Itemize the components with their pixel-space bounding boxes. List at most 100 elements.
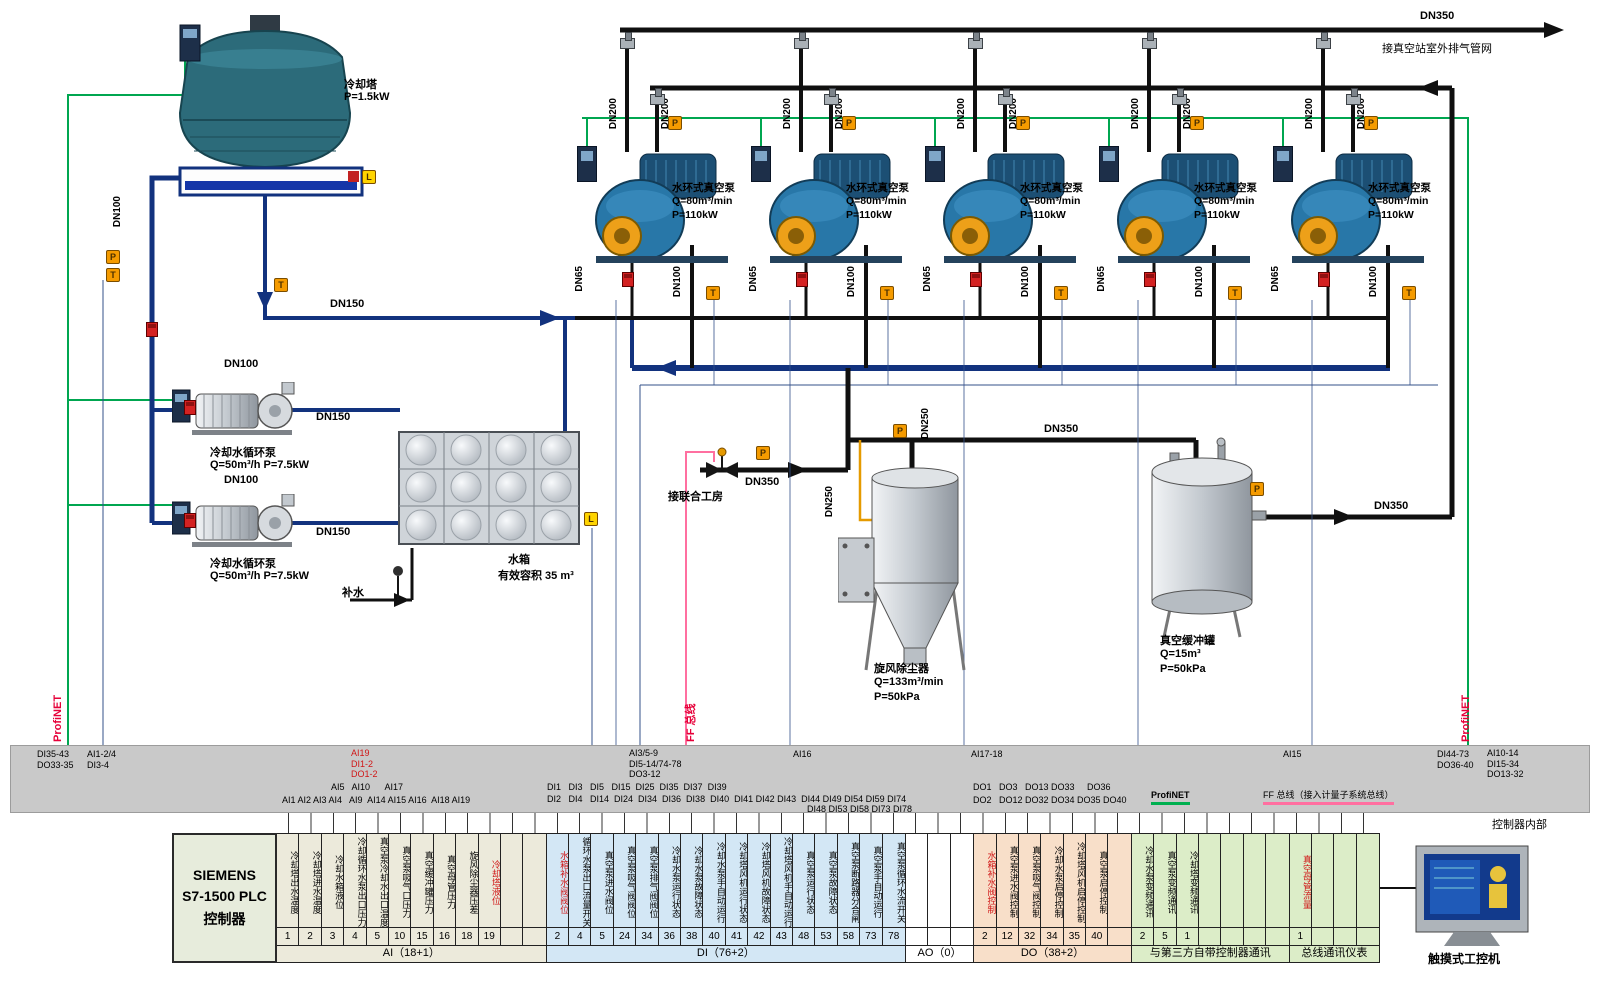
vacuum-pump-p: P=110kW (1020, 209, 1066, 221)
buffer-tank-p: P=50kPa (1160, 663, 1206, 675)
io-column-label: 真空泵变频通讯 (1166, 850, 1176, 914)
plc-block-line: 控制器 (203, 911, 246, 927)
io-column-label (1221, 834, 1242, 927)
io-column-channel: 42 (748, 927, 770, 945)
io-column-channel: 34 (636, 927, 658, 945)
io-column-channel: 2 (974, 927, 996, 945)
io-column (1334, 834, 1357, 945)
cooling-tower-power: P=1.5kW (344, 91, 390, 103)
controller-internal-label: 控制器内部 (1492, 819, 1547, 831)
temperature-sensor-icon: T (1402, 286, 1416, 300)
io-bus-bar: DI35-43 DO33-35 AI1-2/4 DI3-4 AI19 DI1-2… (10, 745, 1590, 814)
io-column-label: 水箱补水阀控制 (986, 850, 996, 914)
io-column-channel: 18 (456, 927, 478, 945)
vacuum-pump-p: P=110kW (846, 209, 892, 221)
pipe-label-dn65: DN65 (574, 266, 585, 292)
temperature-sensor-icon: T (274, 278, 288, 292)
io-column-label: 冷却水泵故障状态 (693, 846, 703, 918)
pressure-sensor-icon: P (1016, 116, 1030, 130)
vacuum-pump-p: P=110kW (1194, 209, 1240, 221)
io-column-label: 冷却水泵启停控制 (1053, 846, 1063, 918)
circ-pump-name: 冷却水循环泵 (210, 447, 276, 459)
io-column-label: 真空泵循环水流开关 (895, 841, 905, 923)
io-tag: AI15 (1283, 749, 1302, 759)
pressure-sensor-icon: P (1250, 482, 1264, 496)
io-column (1356, 834, 1380, 945)
cooling-tower-graphic (178, 15, 364, 197)
circ-pump-spec: Q=50m³/h P=7.5kW (210, 459, 310, 471)
io-column-channel (1334, 927, 1356, 945)
makeup-water-label: 补水 (342, 587, 364, 599)
pressure-sensor-icon: P (106, 250, 120, 264)
io-column-channel: 35 (1063, 927, 1086, 945)
io-column-label: 真空泵冷却水出口温度 (378, 837, 388, 927)
profinet-bus-tag: ProfiNET (1151, 790, 1190, 805)
vfd-box (751, 146, 771, 182)
shutoff-valve-icon (706, 447, 738, 478)
vacuum-pump-q: Q=80m³/min (1194, 195, 1255, 207)
io-column-label: 冷却塔变频通讯 (1189, 850, 1199, 914)
buffer-tank (1140, 437, 1270, 642)
io-group-name: AI（18+1） (277, 945, 546, 962)
io-column-channel: 73 (860, 927, 882, 945)
io-tag: AI1-2/4 DI3-4 (87, 749, 117, 770)
io-column-channel: 5 (591, 927, 613, 945)
vacuum-pump-name: 水环式真空泵 (1020, 182, 1083, 194)
io-column-channel: 43 (770, 927, 792, 945)
solenoid-valve-icon (1318, 272, 1330, 287)
io-tag: AI19 DI1-2 DO1-2 (351, 748, 378, 779)
valve-icon (620, 32, 635, 49)
valve-icon (1346, 88, 1361, 105)
temperature-sensor-icon: T (1228, 286, 1242, 300)
pressure-sensor-icon: P (842, 116, 856, 130)
pipe-label-dn350: DN350 (1374, 500, 1409, 512)
io-column-label (1108, 834, 1130, 927)
io-column-label: 真空母管压力 (446, 855, 456, 909)
io-column-label: 冷却水泵变频通讯 (1144, 846, 1154, 918)
vacuum-pump-q: Q=80m³/min (1368, 195, 1429, 207)
pipe-label-dn100: DN100 (1020, 266, 1031, 298)
pressure-sensor-icon: P (756, 446, 770, 460)
pipe-label-dn200: DN200 (782, 98, 793, 130)
cooling-tower (150, 15, 380, 200)
io-tag: AI5 AI10 AI17 (331, 782, 404, 792)
io-column-channel: 19 (478, 927, 500, 945)
io-column-label: 真空母管流量 (1301, 855, 1311, 909)
io-group-name: 总线通讯仪表 (1289, 945, 1380, 962)
io-column-label: 真空泵吸气口压力 (401, 846, 411, 918)
io-tag: DI48 DI53 DI58 DI73 DI78 (807, 804, 913, 814)
io-column-label: 旋风除尘器压差 (468, 850, 478, 914)
io-column-label (1334, 834, 1355, 927)
io-column-channel: 1 (1176, 927, 1199, 945)
buffer-tank-graphic (1151, 437, 1267, 638)
valve-icon (1142, 32, 1157, 49)
pipe-label-dn100: DN100 (224, 358, 259, 370)
circ-pump-name: 冷却水循环泵 (210, 558, 276, 570)
io-column-label (906, 834, 927, 927)
io-column-label: 真空泵吸气阀阀位 (626, 846, 636, 918)
io-column-channel: 32 (1018, 927, 1041, 945)
pressure-sensor-icon: P (893, 424, 907, 438)
io-tag: DI44-73 DO36-40 (1437, 749, 1474, 770)
io-column-label (523, 834, 545, 927)
io-column-label: 冷却塔风机运行状态 (738, 841, 748, 923)
valve-icon (968, 32, 983, 49)
io-tag: DO1 DO3 DO13 DO33 DO36 (973, 782, 1111, 792)
io-column (905, 834, 929, 945)
vfd-box (1273, 146, 1293, 182)
io-column-channel: 53 (815, 927, 837, 945)
pipe-label-dn200: DN200 (956, 98, 967, 130)
vacuum-pump-q: Q=80m³/min (1020, 195, 1081, 207)
pipe-label-dn150: DN150 (316, 526, 351, 538)
